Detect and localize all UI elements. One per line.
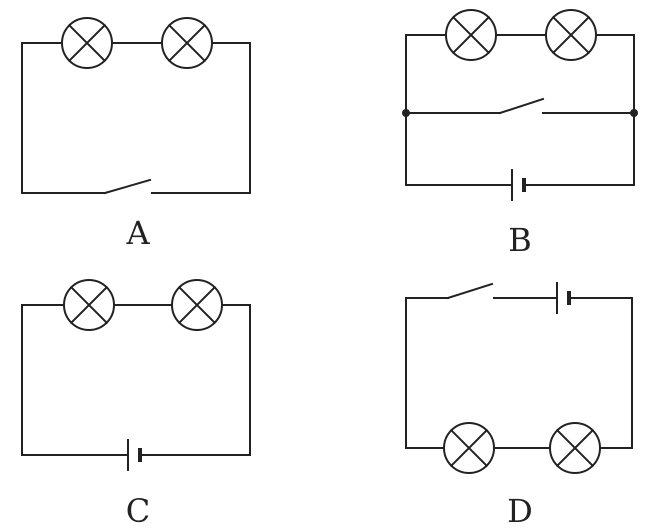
lamp-icon xyxy=(443,422,495,474)
battery-icon xyxy=(511,169,526,201)
lamp-icon xyxy=(161,17,213,69)
lamp-icon xyxy=(549,422,601,474)
switch xyxy=(446,282,494,300)
battery-icon xyxy=(556,282,571,314)
switch xyxy=(498,97,545,115)
lamp-icon xyxy=(445,9,497,61)
lamp-icon xyxy=(545,9,597,61)
circuit-a: A xyxy=(21,17,251,252)
lamp-icon xyxy=(171,279,223,331)
switch xyxy=(103,178,152,195)
diagram-label-b: B xyxy=(508,221,532,259)
lamp-icon xyxy=(63,279,115,331)
diagram-label-a: A xyxy=(125,214,150,252)
lamp-icon xyxy=(61,17,113,69)
circuit-d: D xyxy=(405,282,633,530)
circuit-b: B xyxy=(402,9,638,259)
diagram-label-c: C xyxy=(126,492,150,530)
battery-icon xyxy=(127,439,142,471)
diagram-label-d: D xyxy=(507,492,533,530)
junction-dot xyxy=(630,109,638,117)
junction-dot xyxy=(402,109,410,117)
circuit-c: C xyxy=(21,279,251,530)
